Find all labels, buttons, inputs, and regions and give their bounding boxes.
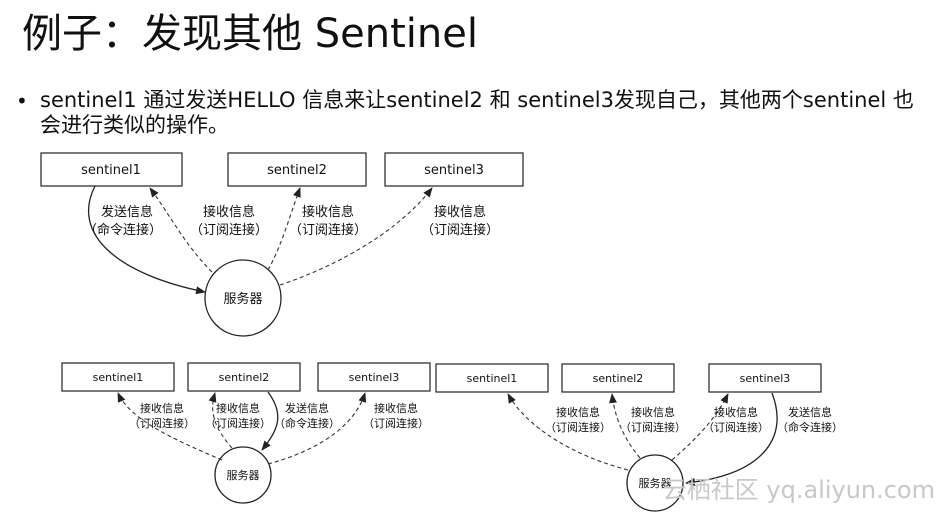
recv-arrow-s1 [117, 392, 223, 461]
recv-arrow-s2 [609, 393, 641, 459]
recv-label-s3-2: （订阅连接） [703, 421, 769, 434]
recv-label-s1-1: 接收信息 [140, 401, 184, 415]
send-label-2: （命令连接） [274, 416, 340, 430]
server-label: 服务器 [227, 469, 260, 482]
recv-label-s2-1: 接收信息 [631, 405, 675, 419]
sentinel1-node [435, 363, 549, 393]
sentinel1-label: sentinel1 [93, 371, 144, 384]
recv-arrow-s1 [149, 187, 213, 273]
send-label-2: （命令连接） [777, 420, 843, 434]
recv-arrow-s3 [279, 187, 433, 286]
server-node [214, 446, 272, 504]
recv-label-s3-2: （订阅连接） [421, 222, 499, 238]
recv-label-s2-1: 接收信息 [302, 204, 354, 220]
sentinel3-label: sentinel3 [424, 163, 484, 178]
recv-label-s2-2: （订阅连接） [620, 421, 686, 434]
sentinel1-node [61, 362, 175, 392]
bullet-dot-icon: • [16, 89, 28, 113]
recv-label-s2-2: （订阅连接） [205, 417, 271, 430]
send-arrow [88, 185, 206, 295]
sentinel2-node [561, 363, 675, 393]
sentinel1-label: sentinel1 [467, 372, 518, 385]
recv-label-s3-2: （订阅连接） [363, 417, 429, 430]
send-label-1: 发送信息 [788, 405, 832, 419]
server-label: 服务器 [639, 477, 672, 490]
recv-label-s1-1: 接收信息 [203, 204, 255, 220]
sentinel3-label: sentinel3 [740, 372, 791, 385]
recv-label-s3-1: 接收信息 [714, 405, 758, 419]
diagram-top: sentinel1 sentinel2 sentinel3 服务器 发送信息 （… [40, 152, 524, 337]
recv-label-s1-2: （订阅连接） [190, 222, 268, 238]
sentinel3-node [708, 363, 822, 393]
sentinel2-label: sentinel2 [219, 371, 270, 384]
sentinel1-node [40, 152, 183, 187]
sentinel3-node [317, 362, 431, 392]
recv-label-s1-2: （订阅连接） [545, 421, 611, 434]
recv-label-s1-2: （订阅连接） [129, 417, 195, 430]
sentinel2-node [187, 362, 301, 392]
recv-label-s2-2: （订阅连接） [289, 222, 367, 238]
server-node [204, 259, 282, 337]
server-node [626, 454, 684, 512]
recv-arrow-s3 [267, 392, 367, 465]
send-label-1: 发送信息 [285, 401, 329, 415]
watermark: 云栖社区 yq.aliyun.com [663, 476, 935, 504]
sentinel2-label: sentinel2 [593, 372, 644, 385]
send-arrow [261, 391, 279, 451]
send-label-2: （命令连接） [84, 222, 162, 238]
send-label-1: 发送信息 [101, 204, 153, 220]
diagram-bottom-right: sentinel1 sentinel2 sentinel3 服务器 接收信息 （… [435, 363, 843, 512]
sentinel3-node [384, 152, 524, 187]
slide-title: 例子：发现其他 Sentinel [22, 11, 478, 57]
sentinel1-label: sentinel1 [81, 163, 141, 178]
server-label: 服务器 [223, 291, 262, 307]
recv-label-s3-1: 接收信息 [434, 204, 486, 220]
send-arrow [685, 392, 778, 487]
bullet-text: sentinel1 通过发送HELLO 信息来让sentinel2 和 sent… [40, 88, 914, 137]
recv-arrow-s2 [267, 187, 301, 271]
recv-label-s3-1: 接收信息 [374, 401, 418, 415]
recv-arrow-s2 [208, 392, 233, 449]
sentinel3-label: sentinel3 [349, 371, 400, 384]
sentinel2-node [227, 152, 367, 187]
recv-label-s1-1: 接收信息 [556, 405, 600, 419]
recv-label-s2-1: 接收信息 [216, 401, 260, 415]
recv-arrow-s3 [671, 393, 729, 461]
sentinel2-label: sentinel2 [267, 163, 327, 178]
diagram-bottom-left: sentinel1 sentinel2 sentinel3 服务器 接收信息 （… [61, 362, 431, 504]
